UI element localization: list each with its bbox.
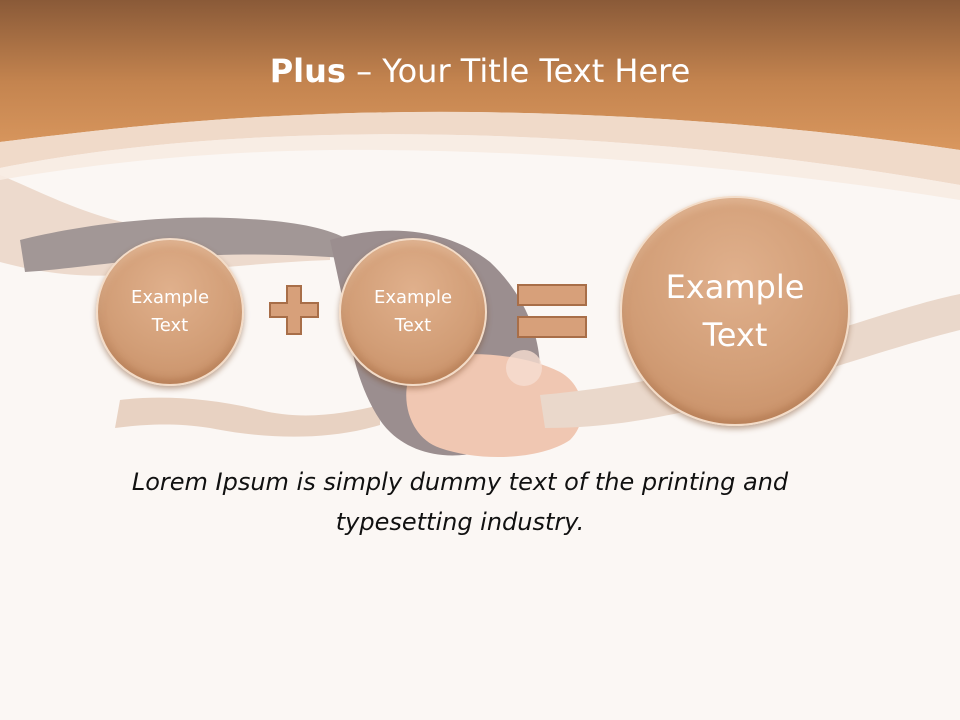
slide-title: Plus – Your Title Text Here <box>0 52 960 90</box>
header-band <box>0 0 960 150</box>
body-text: Lorem Ipsum is simply dummy text of the … <box>131 468 789 536</box>
circle-3-line1: Example <box>665 268 805 306</box>
circle-2-label: Example Text <box>358 284 468 340</box>
circle-2-line2: Text <box>394 315 432 336</box>
title-rest: – Your Title Text Here <box>345 52 691 90</box>
circle-1-line2: Text <box>151 315 189 336</box>
title-bold: Plus <box>269 52 346 90</box>
circle-example-2: Example Text <box>339 238 487 386</box>
header-swoosh <box>0 111 960 185</box>
circle-1-line1: Example <box>130 287 210 308</box>
circle-1-label: Example Text <box>115 284 225 340</box>
circle-2-line1: Example <box>373 287 453 308</box>
circle-example-1: Example Text <box>96 238 244 386</box>
plus-icon <box>269 285 319 335</box>
equals-icon <box>517 284 587 338</box>
circle-example-result: Example Text <box>620 196 850 426</box>
circle-3-line2: Text <box>702 316 768 354</box>
circle-3-label: Example Text <box>650 263 820 359</box>
